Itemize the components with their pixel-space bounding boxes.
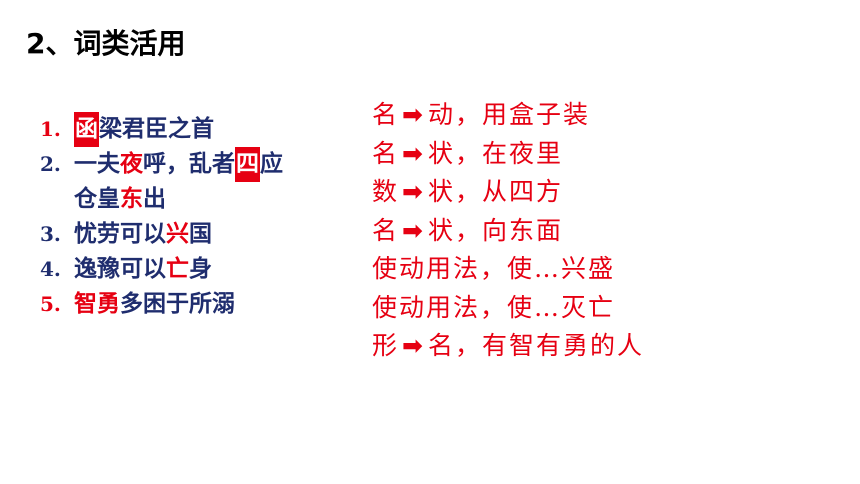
explanation-text: ，向东面 xyxy=(454,215,563,245)
explanation-text: ，从四方 xyxy=(454,177,563,206)
highlighted-word: 亡 xyxy=(166,256,189,282)
example-item: 3. 忧劳可以兴国 xyxy=(40,217,283,252)
part-of-speech-from: 名 xyxy=(372,138,400,168)
example-number: 5. xyxy=(40,292,61,316)
example-number: 4. xyxy=(40,257,61,281)
example-text: 逸豫可以 xyxy=(74,256,166,282)
explanation-text: 使动用法，使…兴盛 xyxy=(372,254,616,283)
explanation-list: 名➡动，用盒子装名➡状，在夜里数➡状，从四方名➡状，向东面使动用法，使…兴盛使动… xyxy=(372,96,644,366)
highlighted-word: 兴 xyxy=(166,221,189,247)
example-text: 国 xyxy=(189,221,212,247)
example-number: 2. xyxy=(40,152,61,176)
explanation-item: 名➡状，在夜里 xyxy=(372,135,644,174)
explanation-text: ，用盒子装 xyxy=(454,100,590,129)
example-text: 呼，乱者 xyxy=(143,151,235,177)
part-of-speech-to: 状 xyxy=(427,215,455,245)
arrow-right-icon: ➡ xyxy=(402,100,425,129)
example-text: 梁君臣之首 xyxy=(99,116,214,142)
explanation-text: 使动用法，使…灭亡 xyxy=(372,292,616,322)
part-of-speech-to: 名 xyxy=(427,331,455,360)
explanation-item: 名➡状，向东面 xyxy=(372,212,644,251)
part-of-speech-from: 形 xyxy=(372,331,400,360)
explanation-item: 使动用法，使…兴盛 xyxy=(372,250,644,289)
example-number: 1. xyxy=(40,117,61,141)
example-item: 仓皇东出 xyxy=(40,182,283,217)
example-text: 多困于所溺 xyxy=(120,291,235,317)
part-of-speech-to: 状 xyxy=(427,138,455,168)
part-of-speech-to: 动 xyxy=(427,100,455,129)
example-item: 4. 逸豫可以亡身 xyxy=(40,252,283,287)
example-text: 出 xyxy=(143,186,166,212)
example-text: 身 xyxy=(189,256,212,282)
explanation-item: 名➡动，用盒子装 xyxy=(372,96,644,135)
example-item: 5. 智勇多困于所溺 xyxy=(40,287,283,322)
highlighted-word: 夜 xyxy=(120,151,143,177)
part-of-speech-to: 状 xyxy=(427,177,455,206)
slide-title: 2、词类活用 xyxy=(26,27,186,60)
example-text: 仓皇 xyxy=(74,186,120,212)
part-of-speech-from: 数 xyxy=(372,177,400,206)
example-item: 1. 函梁君臣之首 xyxy=(40,112,283,147)
explanation-text: ，有智有勇的人 xyxy=(454,331,644,360)
example-item: 2. 一夫夜呼，乱者四应 xyxy=(40,147,283,182)
example-number: 3. xyxy=(40,222,61,246)
example-list: 1. 函梁君臣之首 2. 一夫夜呼，乱者四应仓皇东出 3. 忧劳可以兴国 4. 逸豫可以亡身 5… xyxy=(40,112,283,322)
arrow-right-icon: ➡ xyxy=(402,138,425,168)
example-text: 忧劳可以 xyxy=(74,221,166,247)
example-text: 应 xyxy=(260,151,283,177)
explanation-text: ，在夜里 xyxy=(454,138,563,168)
example-text: 一夫 xyxy=(74,151,120,177)
explanation-item: 数➡状，从四方 xyxy=(372,173,644,212)
highlighted-character: 函 xyxy=(74,112,99,147)
part-of-speech-from: 名 xyxy=(372,100,400,129)
arrow-right-icon: ➡ xyxy=(402,331,425,360)
arrow-right-icon: ➡ xyxy=(402,215,425,245)
arrow-right-icon: ➡ xyxy=(402,177,425,206)
highlighted-character: 四 xyxy=(235,147,260,182)
explanation-item: 形➡名，有智有勇的人 xyxy=(372,327,644,366)
highlighted-word: 东 xyxy=(120,186,143,212)
highlighted-word: 智勇 xyxy=(74,291,120,317)
part-of-speech-from: 名 xyxy=(372,215,400,245)
explanation-item: 使动用法，使…灭亡 xyxy=(372,289,644,328)
